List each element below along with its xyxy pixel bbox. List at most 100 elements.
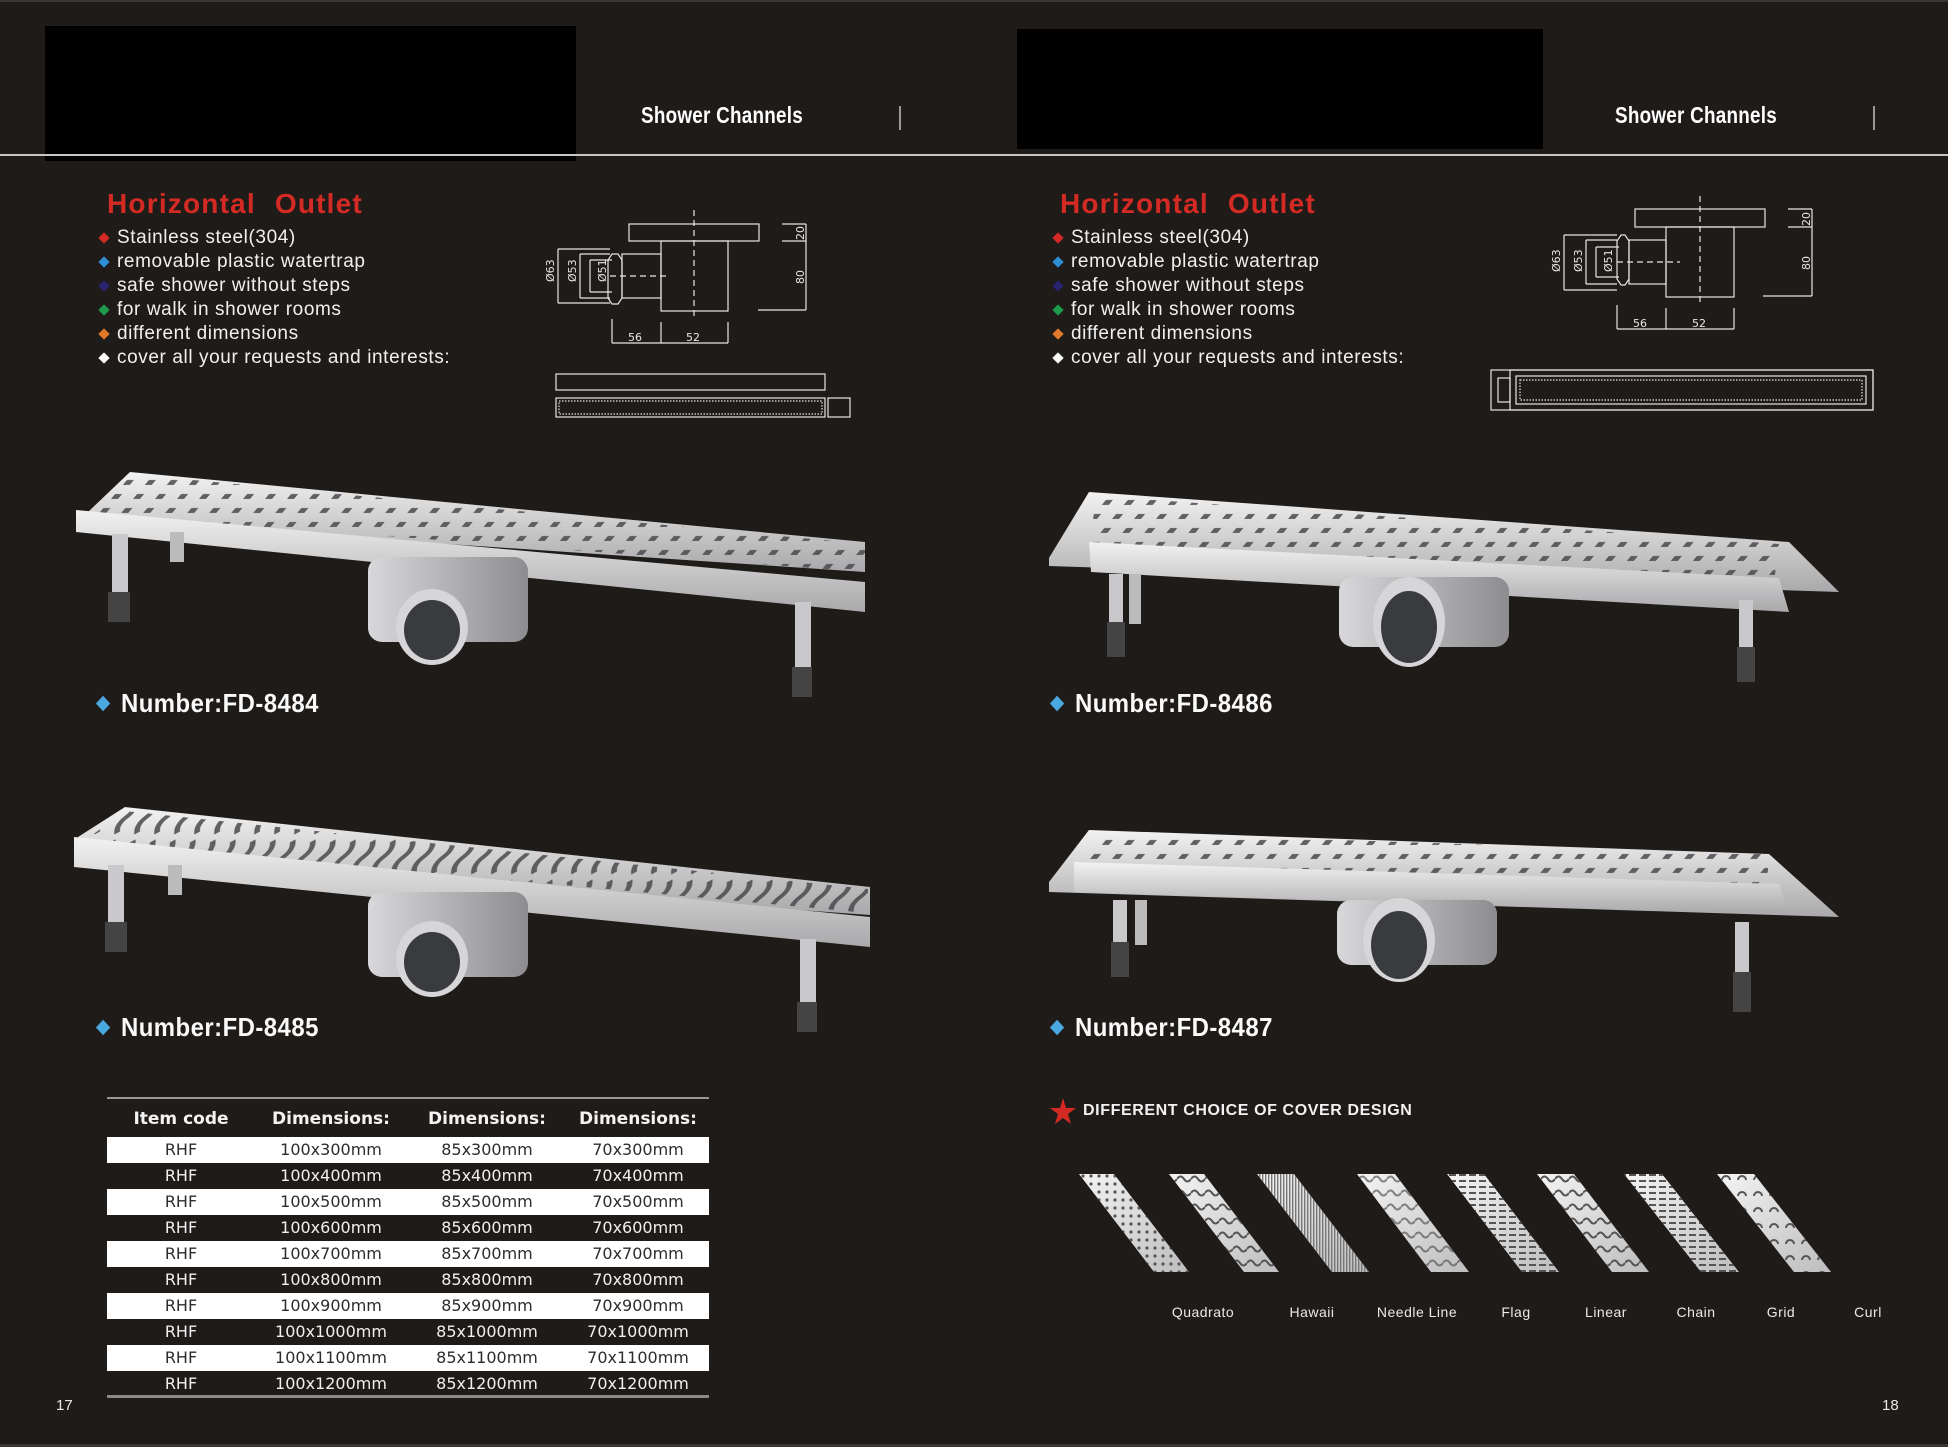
diamond-bullet-icon bbox=[98, 304, 110, 316]
page-number: 17 bbox=[56, 1397, 73, 1414]
svg-text:52: 52 bbox=[1692, 317, 1706, 330]
feature-item: cover all your requests and interests: bbox=[1052, 346, 1404, 370]
header-tick-mark bbox=[899, 106, 901, 130]
feature-list: Stainless steel(304) removable plastic w… bbox=[98, 226, 450, 370]
cover-label-needle-line: Needle Line bbox=[1376, 1304, 1458, 1320]
diamond-bullet-icon bbox=[98, 232, 110, 244]
cover-design-heading: DIFFERENT CHOICE OF COVER DESIGN bbox=[1049, 1097, 1412, 1125]
cover-swatch-quadrato bbox=[1079, 1174, 1189, 1272]
svg-text:20: 20 bbox=[1800, 212, 1813, 226]
cover-swatch-curl bbox=[1717, 1174, 1831, 1272]
feature-item: different dimensions bbox=[98, 322, 450, 346]
cover-swatch-flag bbox=[1357, 1174, 1469, 1272]
feature-item: Stainless steel(304) bbox=[1052, 226, 1404, 250]
diamond-bullet-icon bbox=[1049, 695, 1065, 712]
product-image-fd-8485 bbox=[70, 797, 880, 1037]
table-header-row: Item code Dimensions: Dimensions: Dimens… bbox=[107, 1103, 709, 1135]
diamond-bullet-icon bbox=[1052, 232, 1064, 244]
header-tick-mark bbox=[1873, 106, 1875, 130]
svg-text:56: 56 bbox=[628, 331, 642, 344]
diamond-bullet-icon bbox=[1052, 256, 1064, 268]
svg-text:Ø53: Ø53 bbox=[1572, 249, 1585, 272]
redacted-logo-block bbox=[1017, 29, 1543, 149]
cover-swatch-grid bbox=[1624, 1174, 1739, 1272]
feature-item: safe shower without steps bbox=[1052, 274, 1404, 298]
diamond-bullet-icon bbox=[1052, 328, 1064, 340]
header-divider bbox=[974, 154, 1948, 156]
section-title: Horizontal Outlet bbox=[1060, 188, 1316, 219]
header-title: Shower Channels bbox=[1615, 102, 1777, 128]
page-17: Shower Channels Horizontal Outlet Stainl… bbox=[0, 2, 974, 1447]
svg-text:20: 20 bbox=[794, 226, 807, 240]
cover-swatch-chain bbox=[1537, 1174, 1649, 1272]
diamond-bullet-icon bbox=[1052, 280, 1064, 292]
product-image-fd-8487 bbox=[1049, 822, 1849, 1022]
feature-list: Stainless steel(304) removable plastic w… bbox=[1052, 226, 1404, 370]
table-header-cell: Dimensions: bbox=[428, 1109, 546, 1129]
diamond-bullet-icon bbox=[1052, 304, 1064, 316]
product-image-fd-8486 bbox=[1049, 482, 1849, 692]
product-number-label: Number:FD-8487 bbox=[1049, 1012, 1273, 1043]
header-divider bbox=[0, 154, 974, 156]
svg-text:52: 52 bbox=[686, 331, 700, 344]
table-header-cell: Dimensions: bbox=[272, 1109, 390, 1129]
section-title: Horizontal Outlet bbox=[107, 188, 363, 219]
cover-label-grid: Grid bbox=[1766, 1304, 1796, 1320]
product-number-label: Number:FD-8484 bbox=[95, 688, 319, 719]
svg-text:Ø51: Ø51 bbox=[596, 259, 609, 282]
product-number-label: Number:FD-8485 bbox=[95, 1012, 319, 1043]
diamond-bullet-icon bbox=[1052, 352, 1064, 364]
table-top-rule bbox=[107, 1097, 709, 1099]
redacted-logo-block bbox=[45, 26, 576, 161]
svg-text:Ø63: Ø63 bbox=[1550, 249, 1563, 272]
page-number: 18 bbox=[1882, 1397, 1899, 1414]
page-18: Shower Channels Horizontal Outlet Stainl… bbox=[974, 2, 1948, 1447]
feature-item: for walk in shower rooms bbox=[98, 298, 450, 322]
feature-item: safe shower without steps bbox=[98, 274, 450, 298]
table-header-cell: Dimensions: bbox=[579, 1109, 697, 1129]
red-star-icon bbox=[1050, 1098, 1076, 1124]
feature-item: cover all your requests and interests: bbox=[98, 346, 450, 370]
table-bottom-rule bbox=[107, 1395, 709, 1398]
cover-label-quadrato: Quadrato bbox=[1171, 1304, 1235, 1320]
diamond-bullet-icon bbox=[1049, 1019, 1065, 1036]
technical-drawing: Ø63 Ø53 Ø51 56 52 20 80 bbox=[1480, 192, 1880, 422]
feature-item: Stainless steel(304) bbox=[98, 226, 450, 250]
technical-drawing: Ø63 Ø53 Ø51 56 52 20 80 bbox=[540, 202, 860, 422]
diamond-bullet-icon bbox=[98, 280, 110, 292]
table-header-cell: Item code bbox=[133, 1109, 229, 1129]
cover-label-curl: Curl bbox=[1854, 1304, 1882, 1320]
cover-label-flag: Flag bbox=[1501, 1304, 1531, 1320]
cover-label-hawaii: Hawaii bbox=[1289, 1304, 1335, 1320]
product-number-label: Number:FD-8486 bbox=[1049, 688, 1273, 719]
cover-swatch-needle-line bbox=[1257, 1174, 1369, 1272]
cover-swatch-linear bbox=[1447, 1174, 1559, 1272]
diamond-bullet-icon bbox=[95, 695, 111, 712]
cover-swatch-hawaii bbox=[1169, 1174, 1279, 1272]
diamond-bullet-icon bbox=[98, 256, 110, 268]
feature-item: removable plastic watertrap bbox=[1052, 250, 1404, 274]
cover-design-swatches bbox=[1079, 1172, 1899, 1282]
feature-item: removable plastic watertrap bbox=[98, 250, 450, 274]
cover-label-chain: Chain bbox=[1676, 1304, 1716, 1320]
feature-item: different dimensions bbox=[1052, 322, 1404, 346]
svg-text:80: 80 bbox=[1800, 256, 1813, 270]
feature-item: for walk in shower rooms bbox=[1052, 298, 1404, 322]
diamond-bullet-icon bbox=[98, 352, 110, 364]
svg-text:80: 80 bbox=[794, 270, 807, 284]
header-title: Shower Channels bbox=[641, 102, 803, 128]
svg-text:Ø53: Ø53 bbox=[566, 259, 579, 282]
product-image-fd-8484 bbox=[70, 462, 880, 702]
cover-label-linear: Linear bbox=[1585, 1304, 1627, 1320]
svg-text:Ø51: Ø51 bbox=[1602, 249, 1615, 272]
